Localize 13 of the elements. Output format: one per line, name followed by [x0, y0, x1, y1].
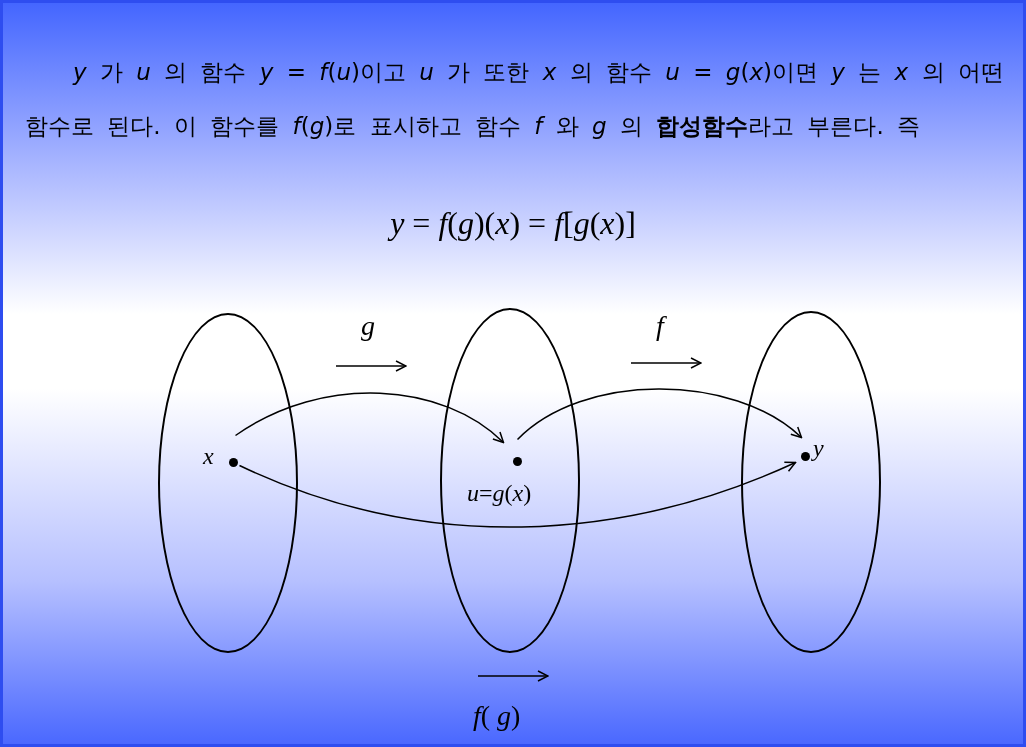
- set-ellipse: [158, 313, 298, 653]
- mapping-label: f( g): [473, 699, 521, 733]
- point-label: u=g(x): [467, 479, 532, 507]
- definition-paragraph: y 가 u 의 함수 y = f(u)이고 u 가 또한 x 의 함수 u = g(x)이면 y 는 x 의 어떤 함수로 된다. 이 함수를 f(g)로 표시하고 함수 f 와 g 의 합성함수라고 부른다. 즉: [25, 58, 1005, 141]
- mapping-arrow: [516, 388, 803, 441]
- composition-formula: y = f(g)(x) = f[g(x)]: [3, 199, 1023, 247]
- mapping-arrow: [238, 461, 797, 528]
- point-label: y: [813, 434, 824, 462]
- point-label: x: [203, 442, 214, 470]
- mapping-arrow: [234, 392, 505, 444]
- mapping-label: g: [361, 309, 375, 343]
- set-ellipse: [440, 308, 580, 653]
- set-ellipse: [741, 311, 881, 653]
